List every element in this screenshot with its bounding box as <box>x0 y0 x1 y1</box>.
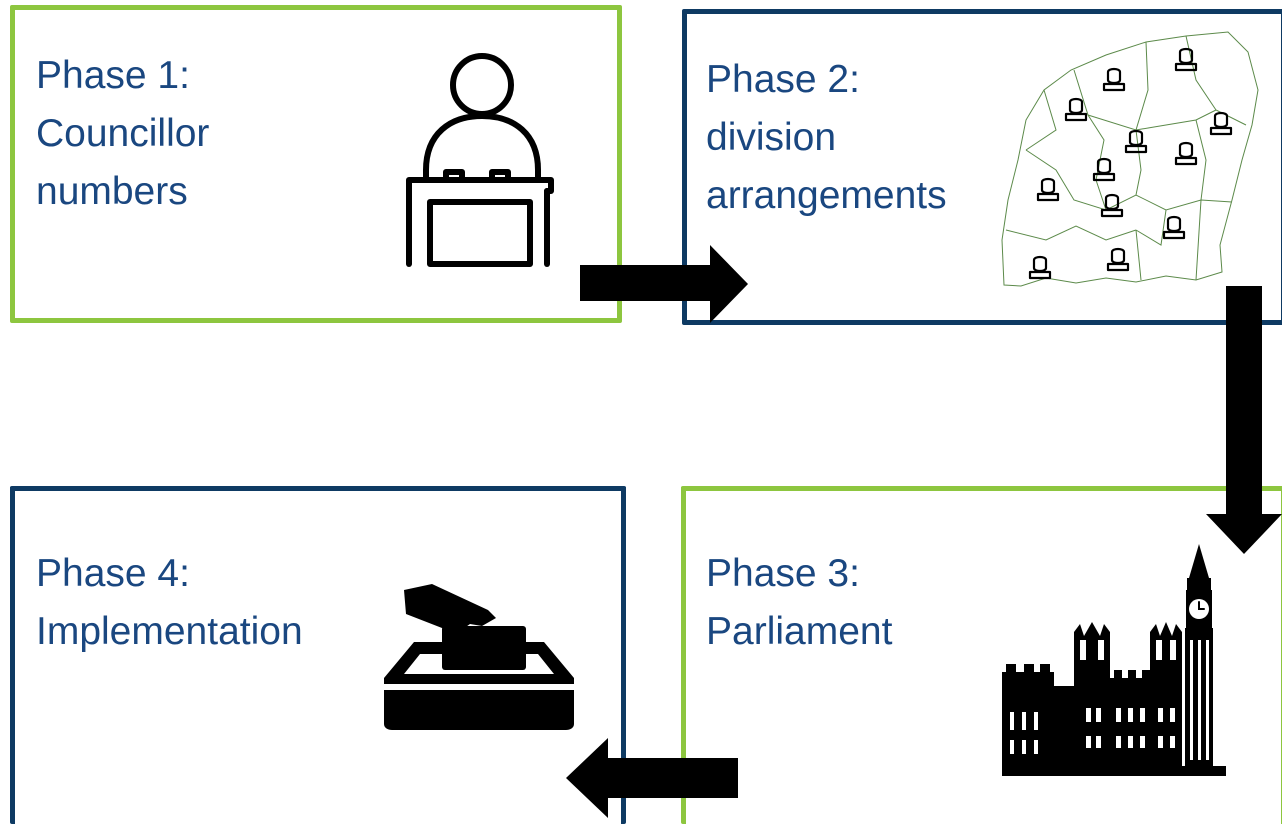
phase-3-line-2: Parliament <box>706 610 893 653</box>
phase-1-line-2: Councillor <box>36 112 210 155</box>
map-with-councillors-icon <box>1001 31 1259 287</box>
phase-2-label: Phase 2: division arrangements <box>706 51 947 225</box>
councillor-at-podium-icon <box>406 53 554 267</box>
arrow-left-icon <box>566 738 738 818</box>
phase-1-line-3: numbers <box>36 170 188 213</box>
arrow-down-icon <box>1206 286 1282 554</box>
phase-1-box <box>10 5 622 323</box>
phase-3-title: Phase 3: <box>706 552 860 595</box>
phase-4-title: Phase 4: <box>36 552 190 595</box>
phase-2-title: Phase 2: <box>706 58 860 101</box>
arrow-right-icon <box>580 245 748 323</box>
phase-1-label: Phase 1: Councillor numbers <box>36 47 209 221</box>
phase-2-line-2: division <box>706 116 837 159</box>
ballot-box-icon <box>384 584 574 730</box>
phase-4-box <box>10 486 626 824</box>
phase-4-label: Phase 4: Implementation <box>36 545 303 661</box>
parliament-building-icon <box>1002 544 1226 776</box>
phase-2-line-3: arrangements <box>706 174 947 217</box>
phase-1-title: Phase 1: <box>36 54 190 97</box>
phase-4-line-2: Implementation <box>36 610 303 653</box>
phase-3-label: Phase 3: Parliament <box>706 545 892 661</box>
